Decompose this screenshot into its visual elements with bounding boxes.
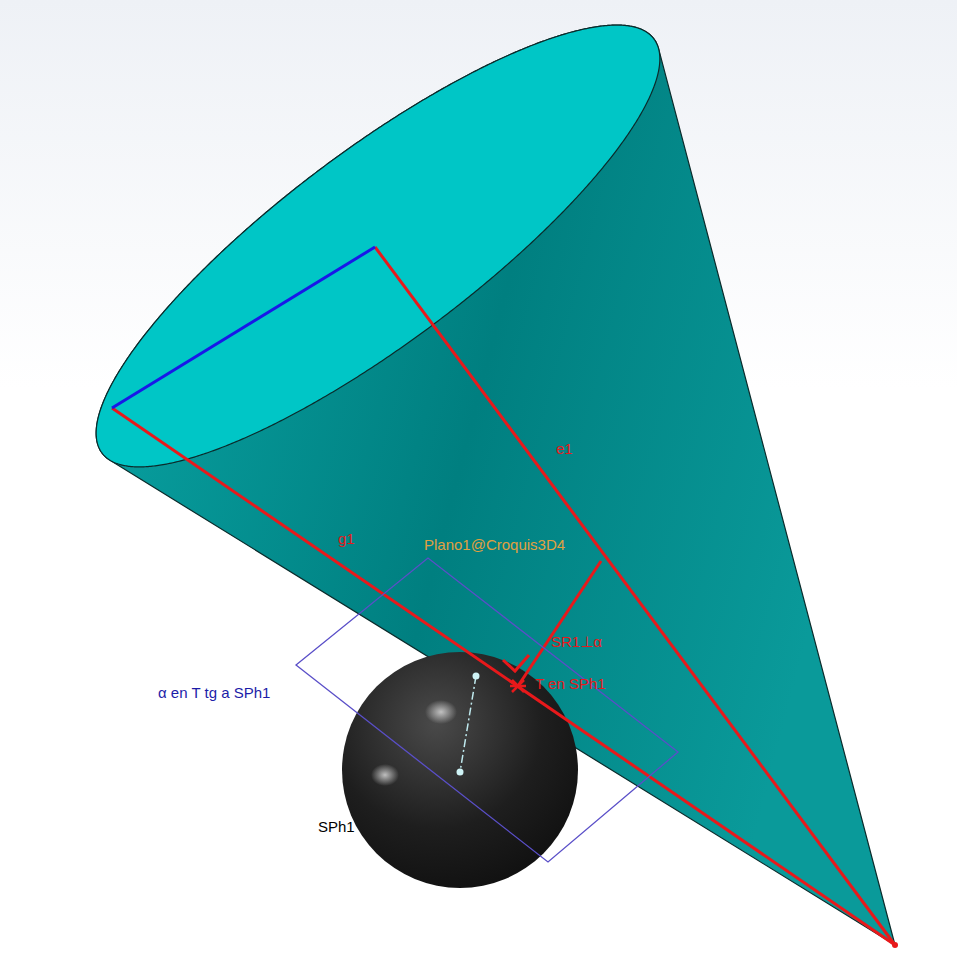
radius-line (460, 676, 476, 772)
point-label: T en SPh1 (535, 675, 606, 693)
sphere-highlight (425, 700, 457, 724)
plane-label: α en T tg a SPh1 (158, 684, 270, 702)
perpendicular-mark (503, 655, 529, 671)
cone (96, 25, 895, 945)
sphere-highlight (371, 764, 399, 786)
sphere-center (457, 769, 464, 776)
cone-surface (96, 25, 895, 945)
radius-end (473, 673, 480, 680)
plane-name: Plano1@Croquis3D4 (424, 536, 565, 554)
tangent-point-star (510, 680, 526, 692)
apex-point (892, 942, 898, 948)
axis-line (375, 247, 895, 945)
perpendicular-line (518, 561, 601, 686)
axis-label: e1 (556, 440, 573, 458)
generatrix-label: g1 (338, 530, 355, 548)
generatrix-line (112, 408, 895, 945)
cone-base (96, 25, 660, 467)
perpendicular-label: SR1⊥α (551, 633, 602, 651)
base-radius (112, 247, 375, 408)
tangent-plane (296, 558, 678, 862)
sphere-label: SPh1 (318, 818, 355, 836)
